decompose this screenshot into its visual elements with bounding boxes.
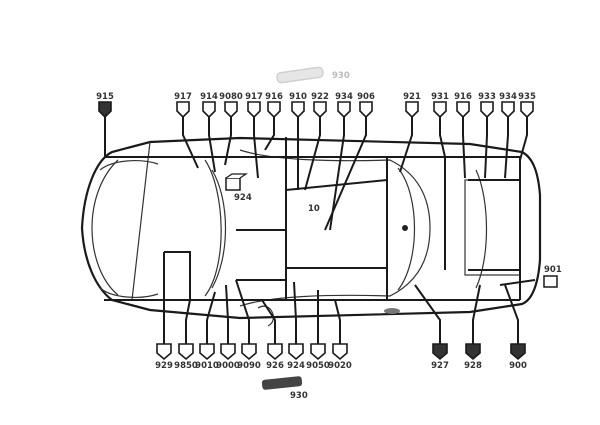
top-connector-label: 915 [96,92,114,102]
top-connector: 9080 [219,92,243,166]
bottom-connector: 9090 [235,279,261,371]
bottom-connector-label: 928 [464,361,482,371]
top-connector: 906 [324,92,375,231]
bottom-connector-label: 9050 [306,361,330,371]
bottom-connector-label: 9020 [328,361,352,371]
top-connector: 917 [174,92,199,169]
mid-label: 10 [308,204,320,214]
bottom-connector: 900 [504,284,527,371]
top-connector: 914 [200,92,218,173]
bottom-connector-label: 929 [155,361,173,371]
bottom-connector: 9010 [195,291,219,371]
relay-component: 924 10 [225,173,320,214]
top-connector-label: 935 [518,92,536,102]
top-connector: 921 [399,92,421,173]
top-connector-label: 9080 [219,92,243,102]
top-connector-label: 910 [289,92,307,102]
top-connector-label: 917 [174,92,192,102]
bottom-part: 930 [261,376,308,401]
top-connector: 931 [431,92,449,158]
bottom-connector: 9850 [174,299,198,371]
relay-label: 924 [234,193,252,203]
top-connector-label: 921 [403,92,421,102]
bottom-connector: 924 [287,281,305,371]
top-connector-label: 933 [478,92,496,102]
top-connector: 916 [264,92,283,151]
faded-top-component: 930 [276,66,350,84]
car-body-outline [80,136,542,327]
right-label: 901 [544,265,562,275]
bottom-connector-label: 9850 [174,361,198,371]
top-connector-label: 917 [245,92,263,102]
bottom-connector-label: 926 [266,361,284,371]
bottom-connector: 9000 [216,284,240,371]
top-connector-label: 931 [431,92,449,102]
top-connector: 917 [245,92,263,179]
bottom-part-label: 930 [290,391,308,401]
bottom-connector: 929 [155,300,173,371]
top-connector: 933 [478,92,496,179]
top-connector-label: 916 [265,92,283,102]
bottom-connector: 9020 [328,299,352,371]
bottom-connector: 9050 [306,290,330,371]
bottom-connector-label: 9090 [237,361,261,371]
top-connector: 934 [499,92,517,179]
bottom-connector-label: 927 [431,361,449,371]
top-connector: 916 [454,92,472,179]
bottom-connector: 926 [261,299,284,371]
top-connector-label: 922 [311,92,329,102]
main-harness [104,137,536,301]
bottom-connector: 928 [464,284,482,371]
top-connector: 935 [518,92,536,161]
right-component: 901 [543,265,562,288]
top-connector: 910 [289,92,307,190]
bottom-connector-label: 9000 [216,361,240,371]
top-connector-label: 916 [454,92,472,102]
bottom-connector: 927 [414,284,449,371]
top-connector: 922 [304,92,329,191]
bottom-connector-label: 924 [287,361,305,371]
top-connector: 934 [329,92,353,231]
top-connector-label: 934 [499,92,517,102]
bottom-connector-label: 900 [509,361,527,371]
bottom-connector-label: 9010 [195,361,219,371]
top-connector-label: 914 [200,92,218,102]
faded-top-label: 930 [332,71,350,81]
top-connector: 915 [96,92,114,157]
top-connector-label: 934 [335,92,353,102]
top-connector-label: 906 [357,92,375,102]
